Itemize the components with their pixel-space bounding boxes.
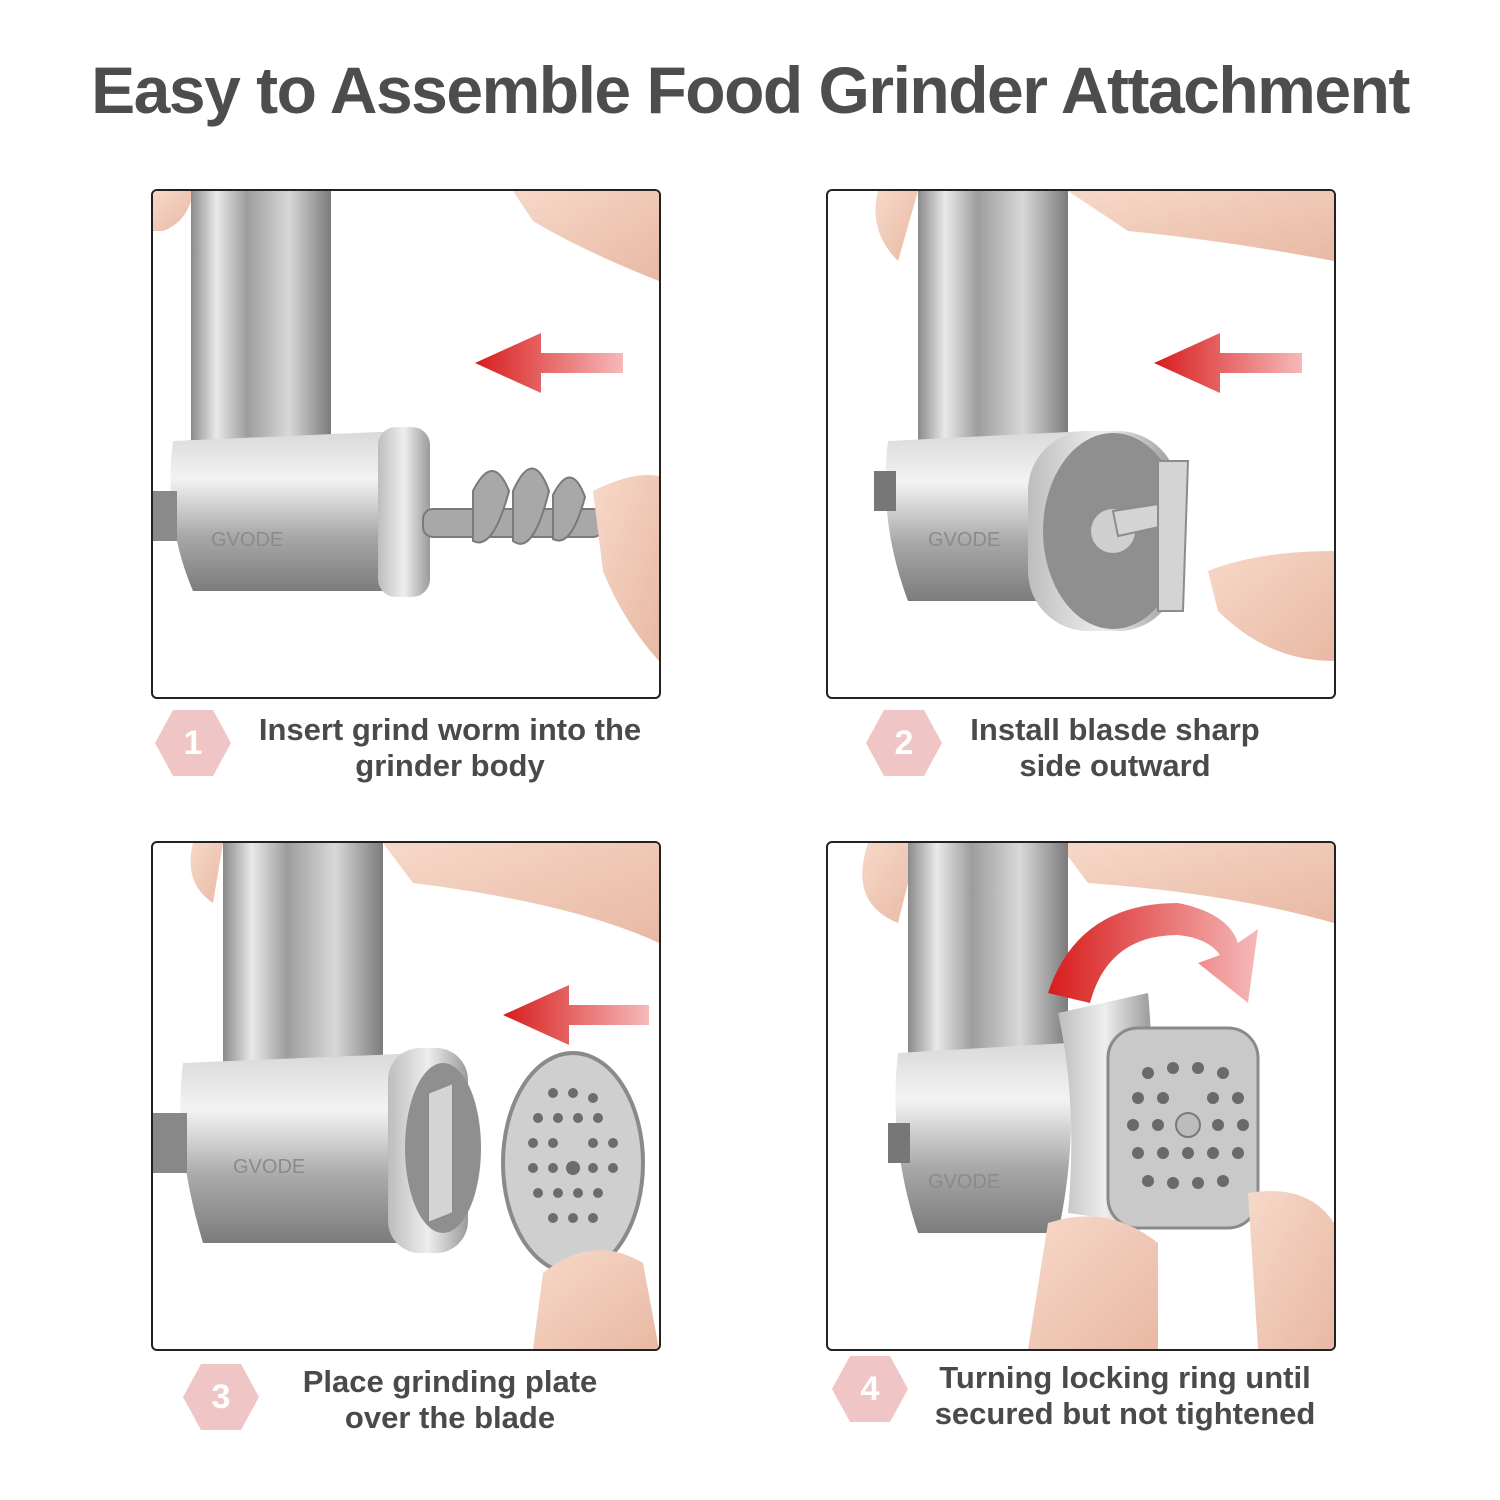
step-1-image: GVODE bbox=[151, 189, 661, 699]
step-3-badge: 3 bbox=[181, 1362, 261, 1432]
brand-logo: GVODE bbox=[233, 1156, 305, 1178]
arrow-left-icon bbox=[1154, 333, 1302, 393]
caption-line: Insert grind worm into the bbox=[258, 712, 642, 747]
hand-icon bbox=[875, 191, 918, 261]
caption-line: side outward bbox=[1019, 748, 1211, 783]
hand-icon bbox=[190, 843, 223, 903]
step-3-image: GVODE bbox=[151, 841, 661, 1351]
step-number: 1 bbox=[183, 724, 203, 762]
hand-icon bbox=[153, 191, 193, 231]
hand-icon bbox=[862, 843, 918, 923]
brand-logo: GVODE bbox=[928, 529, 1000, 551]
page-title: Easy to Assemble Food Grinder Attachment bbox=[91, 53, 1410, 127]
step-number: 3 bbox=[211, 1378, 231, 1416]
step-2-caption: Install blasde sharp side outward bbox=[950, 712, 1280, 784]
step-3-caption: Place grinding plate over the blade bbox=[275, 1364, 625, 1436]
step-number: 2 bbox=[894, 724, 914, 762]
step-1-caption: Insert grind worm into the grinder body bbox=[240, 712, 660, 784]
step-2-badge: 2 bbox=[864, 708, 944, 778]
curved-arrow-icon bbox=[1048, 903, 1258, 1003]
caption-line: Turning locking ring until bbox=[939, 1360, 1311, 1395]
step-4-image: GVODE bbox=[826, 841, 1336, 1351]
step-number: 4 bbox=[860, 1370, 880, 1408]
caption-line: Install blasde sharp bbox=[970, 712, 1260, 747]
step-2-image: GVODE bbox=[826, 189, 1336, 699]
step-1-badge: 1 bbox=[153, 708, 233, 778]
caption-line: grinder body bbox=[355, 748, 545, 783]
step-4-caption: Turning locking ring until secured but n… bbox=[910, 1360, 1340, 1432]
caption-line: secured but not tightened bbox=[934, 1396, 1316, 1431]
arrow-left-icon bbox=[475, 333, 623, 393]
brand-logo: GVODE bbox=[928, 1171, 1000, 1193]
arrow-left-icon bbox=[503, 985, 649, 1045]
caption-line: over the blade bbox=[344, 1400, 556, 1435]
brand-logo: GVODE bbox=[211, 529, 283, 551]
caption-line: Place grinding plate bbox=[302, 1364, 598, 1399]
step-4-badge: 4 bbox=[830, 1354, 910, 1424]
